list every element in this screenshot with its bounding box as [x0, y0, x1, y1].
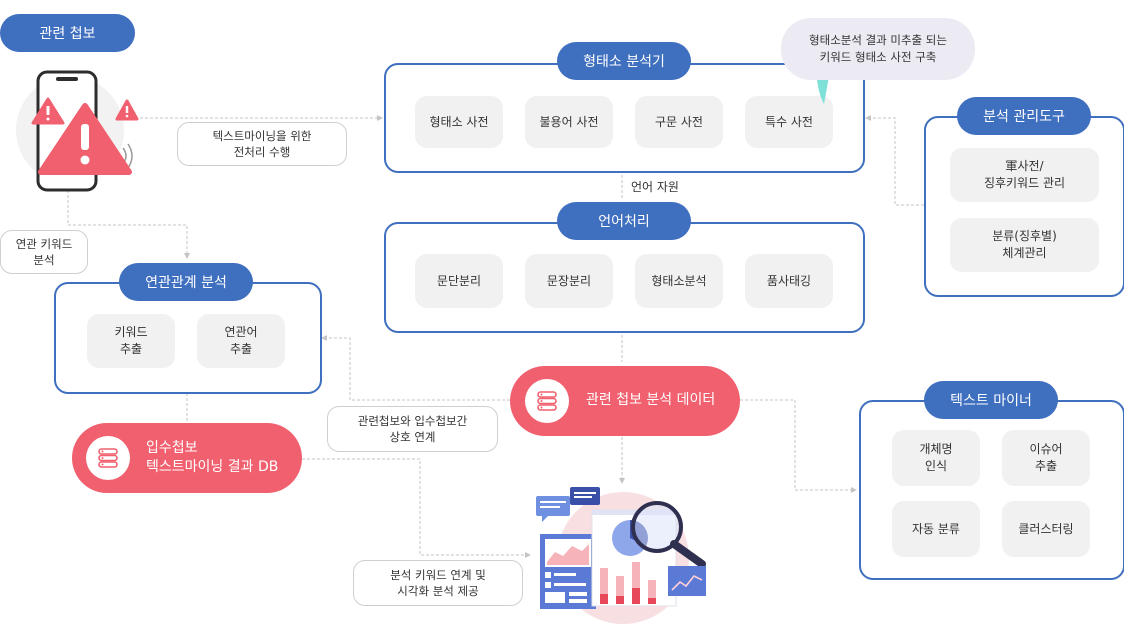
ner-chip: 개체명 인식 [892, 430, 980, 486]
classification-chip: 분류(징후별) 체계관리 [950, 218, 1099, 272]
database-icon [525, 379, 569, 423]
sentence-split-chip: 문장분리 [525, 254, 613, 308]
database-icon [86, 436, 130, 480]
stopword-dictionary-chip: 불용어 사전 [525, 96, 613, 148]
link-note: 관련첩보와 입수첩보간 상호 연계 [327, 406, 498, 452]
paragraph-split-chip: 문단분리 [415, 254, 503, 308]
intel-data-label: 관련 첩보 분석 데이터 [586, 392, 716, 408]
intake-db-pill: 입수첩보 텍스트마이닝 결과 DB [72, 423, 302, 493]
line-db-to-visual [302, 458, 531, 558]
lang-processing-title: 언어처리 [557, 202, 691, 240]
line-tool-to-morph [865, 115, 924, 206]
related-keyword-note: 연관 키워드 분석 [0, 230, 88, 274]
mgmt-tool-title: 분석 관리도구 [957, 97, 1091, 135]
line-data-to-assoc [321, 335, 510, 401]
military-dictionary-chip: 軍사전/ 징후키워드 관리 [950, 148, 1099, 202]
morph-dictionary-chip: 형태소 사전 [415, 96, 503, 148]
line-data-to-miner [740, 399, 857, 493]
syntax-dictionary-chip: 구문 사전 [635, 96, 723, 148]
visualization-illustration [530, 484, 730, 626]
preprocess-note: 텍스트마이닝을 위한 전처리 수행 [177, 122, 347, 166]
dictionary-build-bubble: 형태소분석 결과 미추출 되는 키워드 형태소 사전 구축 [781, 18, 975, 80]
morph-analyzer-title: 형태소 분석기 [557, 42, 691, 80]
auto-classify-chip: 자동 분류 [892, 501, 980, 557]
text-miner-title: 텍스트 마이너 [924, 381, 1058, 419]
related-intel-title: 관련 첩보 [0, 14, 135, 52]
related-word-extract-chip: 연관어 추출 [197, 314, 285, 368]
pos-tagging-chip: 품사태깅 [745, 254, 833, 308]
issue-extract-chip: 이슈어 추출 [1002, 430, 1090, 486]
visual-note: 분석 키워드 연계 및 시각화 분석 제공 [353, 560, 523, 606]
morph-analysis-chip: 형태소분석 [635, 254, 723, 308]
assoc-analysis-title: 연관관계 분석 [119, 263, 253, 301]
clustering-chip: 클러스터링 [1002, 501, 1090, 557]
keyword-extract-chip: 키워드 추출 [87, 314, 175, 368]
intel-data-pill: 관련 첩보 분석 데이터 [510, 366, 740, 436]
phone-alert-illustration [15, 68, 145, 193]
intake-db-label: 입수첩보 텍스트마이닝 결과 DB [146, 440, 279, 475]
special-dictionary-chip: 특수 사전 [745, 96, 833, 148]
line-intel-to-assoc [67, 190, 190, 259]
language-resource-label: 언어 자원 [628, 178, 682, 195]
